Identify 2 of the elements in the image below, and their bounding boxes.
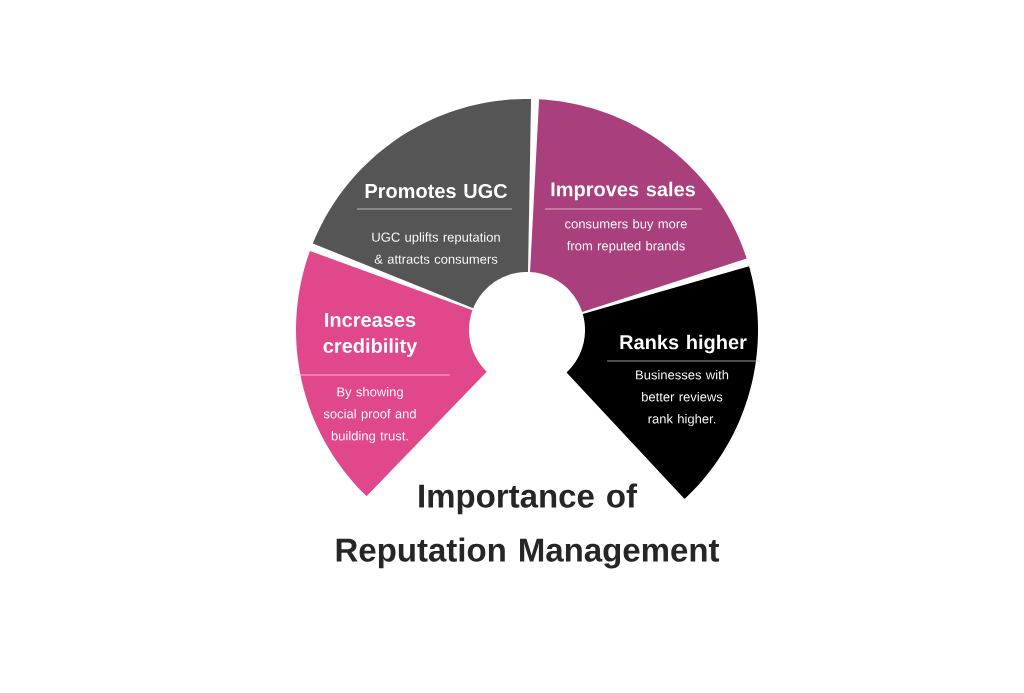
sector-segment: Promotes UGC UGC uplifts reputation & attracts consumers	[312, 99, 532, 309]
sector-segment: Improves sales consumers buy more from reputed brands	[530, 99, 747, 313]
